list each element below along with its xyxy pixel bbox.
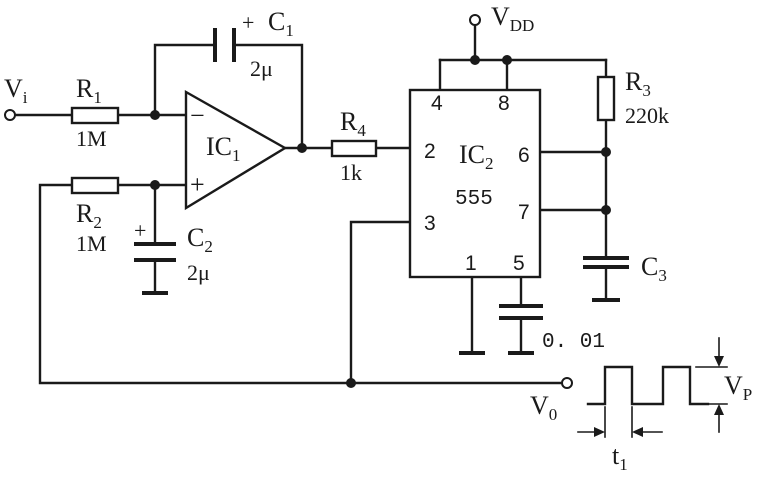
c1-value: 2μ: [250, 56, 273, 81]
vdd-label: VDD: [491, 2, 534, 35]
ground-symbols: [142, 291, 620, 355]
vp-dimension: [695, 337, 728, 433]
vi-label: Vi: [4, 74, 28, 107]
resistor-r3: [596, 75, 616, 122]
vo-terminal: [561, 377, 573, 389]
timer-ic2: [408, 88, 542, 279]
c2-polarity: +: [134, 218, 146, 243]
r1-value: 1M: [76, 126, 107, 151]
junction-dots: [150, 55, 611, 388]
capacitor-control: [499, 304, 543, 320]
output-waveform: [586, 365, 710, 406]
pin-4-label: 4: [431, 92, 443, 115]
r2-label: R2: [76, 199, 102, 232]
ic2-label: IC2: [459, 140, 494, 173]
t1-dimension: [577, 406, 663, 438]
r4-label: R4: [340, 107, 366, 140]
c1-label: C1: [268, 7, 294, 40]
c2-value: 2μ: [187, 260, 210, 285]
vo-label: V0: [530, 391, 557, 424]
capacitor-c1: [213, 28, 236, 62]
vdd-terminal: [469, 14, 481, 26]
capacitor-c2: [134, 242, 176, 262]
resistor-r4: [330, 139, 378, 158]
capacitor-c3: [583, 256, 629, 269]
c2-label: C2: [187, 223, 213, 256]
vi-terminal: [4, 109, 16, 121]
pin-8-label: 8: [498, 92, 510, 115]
r4-value: 1k: [340, 160, 362, 185]
r1-label: R1: [76, 74, 102, 107]
opamp-minus-sign: −: [190, 101, 205, 130]
opamp-ic1: [184, 89, 288, 211]
r2-value: 1M: [76, 231, 107, 256]
pin-2-label: 2: [424, 140, 436, 163]
t1-label: t1: [612, 441, 628, 474]
r3-label: R3: [625, 67, 651, 100]
resistor-r1: [70, 106, 120, 125]
vp-label: VP: [724, 371, 752, 404]
resistor-r2: [70, 176, 120, 195]
pin-7-label: 7: [518, 201, 530, 224]
pin-5-label: 5: [513, 252, 525, 275]
ic1-label: IC1: [206, 132, 241, 165]
pin-3-label: 3: [424, 212, 436, 235]
pin-1-label: 1: [465, 252, 477, 275]
r3-value: 220k: [625, 103, 669, 128]
pin-6-label: 6: [518, 144, 530, 167]
control-cap-value: 0. 01: [542, 331, 605, 354]
c3-label: C3: [641, 252, 667, 285]
wires: [12, 24, 608, 385]
ic2-part-number: 555: [455, 188, 493, 211]
opamp-plus-sign: +: [190, 170, 205, 199]
c1-polarity: +: [242, 10, 254, 35]
